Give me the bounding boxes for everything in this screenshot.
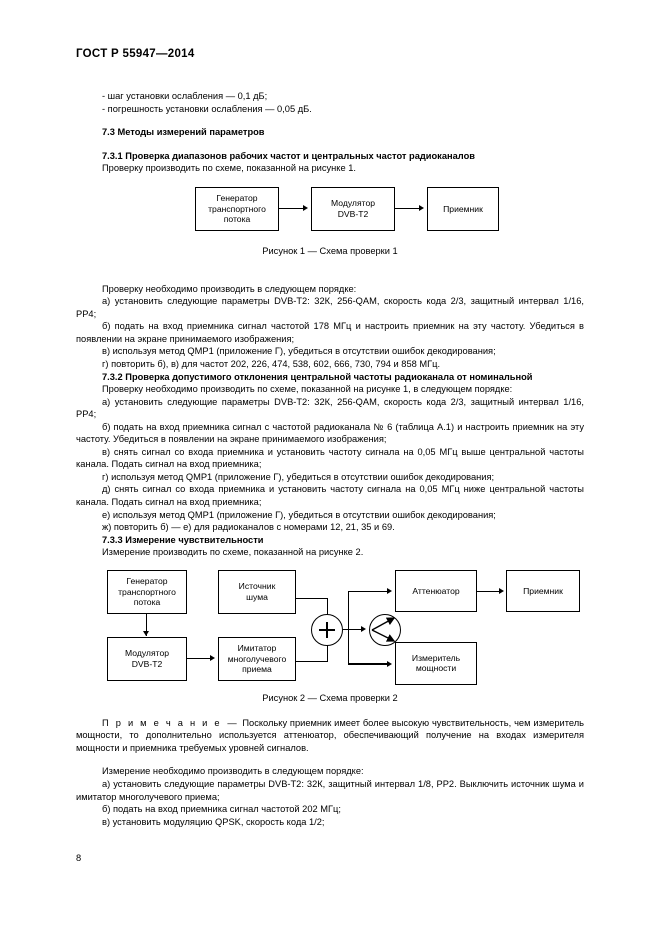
- figure2-block-attenuator: Аттенюатор: [395, 569, 477, 612]
- figure2-block-multipath-simulator: Имитатор многолучевого приема: [218, 636, 296, 681]
- list-7-3-2-b: б) подать на вход приемника сигнал с час…: [76, 421, 584, 445]
- figure1-block-receiver: Приемник: [427, 186, 499, 231]
- para-7-3-2-intro: Проверку необходимо производить по схеме…: [102, 384, 513, 395]
- figure2-adder-plus-vertical: [326, 621, 328, 638]
- figure2-arrow-att-to-rec: [499, 587, 504, 594]
- list-7-3-2-d: д) снять сигнал со входа приемника и уст…: [76, 484, 584, 508]
- figure2-block-generator: Генератор транспортного потока: [107, 569, 187, 614]
- bullet-attenuation-step: - шаг установки ослабления — 0,1 дБ;: [102, 91, 268, 101]
- figure2-arrow-split-to-pm: [387, 660, 392, 667]
- list-7-3-1-g: г) повторить б), в) для частот 202, 226,…: [102, 359, 441, 370]
- figure2-line-noise-right: [296, 597, 328, 600]
- list-7-3-3-a: а) установить следующие параметры DVB-T2…: [76, 778, 584, 802]
- figure2-line-split-down: [347, 628, 349, 665]
- figure2-line-gen-to-mod: [146, 613, 148, 636]
- figure2-arrow-mod-to-sim: [210, 654, 215, 661]
- figure-1: Генератор транспортного потока Модулятор…: [76, 181, 584, 267]
- figure1-generator-label: Генератор транспортного потока: [208, 193, 266, 224]
- figure2-line-split-to-att: [347, 590, 390, 593]
- figure2-arrow-split-to-att: [387, 587, 392, 594]
- figure2-attenuator-label: Аттенюатор: [412, 585, 460, 596]
- list-7-3-2-g: г) используя метод QMP1 (приложение Г), …: [102, 471, 495, 482]
- figure1-block-modulator: Модулятор DVB-T2: [311, 186, 395, 231]
- figure2-block-modulator: Модулятор DVB-T2: [107, 636, 187, 681]
- figure2-line-att-to-rec: [477, 590, 501, 593]
- figure1-line-mod-to-rec: [395, 207, 421, 210]
- figure1-modulator-label: Модулятор DVB-T2: [330, 198, 376, 219]
- figure2-power-meter-label: Измеритель мощности: [411, 652, 461, 674]
- figure2-line-sim-right: [296, 660, 328, 663]
- figure2-block-power-meter: Измеритель мощности: [395, 641, 477, 685]
- figure2-arrow-adder-to-splitter: [361, 626, 366, 633]
- list-7-3-2-v: в) снять сигнал со входа приемника и уст…: [76, 446, 584, 470]
- heading-7-3: 7.3 Методы измерений параметров: [102, 127, 265, 138]
- figure2-line-noise-down: [326, 597, 328, 621]
- list-7-3-3-b: б) подать на вход приемника сигнал часто…: [102, 804, 341, 815]
- figure1-line-gen-to-mod: [279, 207, 305, 210]
- figure2-splitter-arrows: [371, 617, 396, 642]
- list-7-3-2-e: е) используя метод QMP1 (приложение Г), …: [102, 509, 496, 520]
- heading-7-3-2: 7.3.2 Проверка допустимого отклонения це…: [102, 371, 533, 382]
- figure2-line-sim-up: [326, 638, 328, 662]
- note-label: П р и м е ч а н и е: [102, 717, 222, 728]
- figure2-caption: Рисунок 2 — Схема проверки 2: [262, 692, 398, 703]
- figure2-arrow-gen-to-mod: [143, 630, 150, 636]
- figure2-line-split-to-pm: [347, 663, 390, 665]
- para-7-3-1-intro: Проверку производить по схеме, показанно…: [102, 163, 356, 174]
- para-7-3-3-order: Измерение необходимо производить в следу…: [102, 766, 364, 777]
- note-paragraph: П р и м е ч а н и е — Поскольку приемник…: [76, 717, 584, 755]
- list-7-3-1-a: а) установить следующие параметры DVB-T2…: [76, 296, 584, 319]
- para-7-3-3-intro: Измерение производить по схеме, показанн…: [102, 547, 364, 558]
- figure1-block-generator: Генератор транспортного потока: [195, 186, 279, 231]
- figure2-noise-label: Источник шума: [238, 581, 276, 602]
- figure1-receiver-label: Приемник: [443, 203, 483, 214]
- figure2-line-mod-to-sim: [187, 657, 212, 660]
- note-dash: —: [227, 717, 237, 728]
- figure2-block-noise-source: Источник шума: [218, 569, 296, 614]
- bullet-attenuation-error: - погрешность установки ослабления — 0,0…: [102, 103, 312, 114]
- figure2-generator-label: Генератор транспортного потока: [118, 576, 176, 607]
- note-text: Поскольку приемник имеет более высокую ч…: [76, 717, 584, 753]
- list-7-3-1-v: в) используя метод QMP1 (приложение Г), …: [102, 346, 496, 357]
- list-7-3-2-zh: ж) повторить б) — е) для радиоканалов с …: [102, 522, 395, 533]
- heading-7-3-1: 7.3.1 Проверка диапазонов рабочих частот…: [102, 150, 475, 161]
- list-7-3-2-a: а) установить следующие параметры DVB-T2…: [76, 396, 584, 420]
- figure2-block-receiver: Приемник: [506, 569, 580, 612]
- list-7-3-1-b: б) подать на вход приемника сигнал часто…: [76, 321, 584, 344]
- figure1-caption: Рисунок 1 — Схема проверки 1: [262, 245, 398, 256]
- figure1-arrow-mod-to-rec: [419, 204, 424, 211]
- figure2-line-split-up: [347, 590, 349, 630]
- para-7-3-1-order: Проверку необходимо производить в следую…: [102, 283, 357, 294]
- figure2-simulator-label: Имитатор многолучевого приема: [227, 643, 287, 674]
- heading-7-3-3: 7.3.3 Измерение чувствительности: [102, 534, 264, 545]
- page-content: ГОСТ Р 55947—2014 - шаг установки ослабл…: [76, 0, 584, 935]
- figure2-splitter-circle: [369, 613, 401, 646]
- figure-2: Генератор транспортного потока Модулятор…: [76, 565, 584, 703]
- standard-header: ГОСТ Р 55947—2014: [76, 48, 195, 60]
- page-number: 8: [76, 853, 82, 863]
- figure1-arrow-gen-to-mod: [303, 204, 308, 211]
- list-7-3-3-v: в) установить модуляцию QPSK, скорость к…: [102, 816, 325, 827]
- figure2-modulator-label: Модулятор DVB-T2: [124, 648, 170, 669]
- figure2-receiver-label: Приемник: [523, 585, 563, 596]
- figure2-line-adder-to-splitter: [343, 629, 363, 631]
